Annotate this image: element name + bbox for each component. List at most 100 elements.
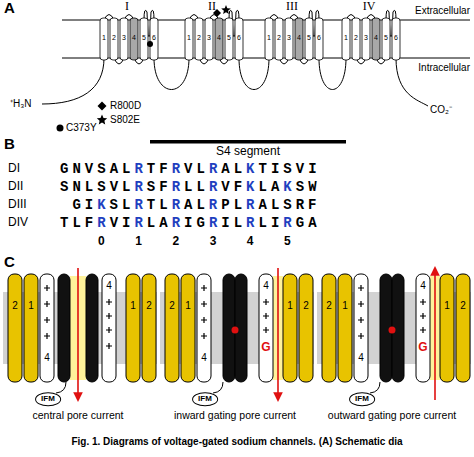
s2-helix	[456, 274, 470, 382]
segment-number: 3	[207, 34, 211, 42]
domain-name: DIV	[8, 216, 28, 229]
domain-label: I	[125, 0, 129, 13]
helix-number: 1	[130, 300, 136, 311]
terminus-label: CO₂⁻	[430, 104, 452, 115]
transmembrane-segment	[205, 18, 213, 60]
domain-name: DIII	[8, 198, 27, 211]
position-number: 0	[98, 235, 105, 248]
charge-plus	[201, 285, 207, 291]
domain-label: III	[286, 0, 298, 13]
transmembrane-segment	[342, 18, 350, 60]
transmembrane-segment	[195, 18, 203, 60]
transmembrane-segment	[110, 18, 118, 60]
helix-number: 1	[185, 300, 191, 311]
segment-number: 5	[227, 34, 231, 42]
charge-plus	[106, 327, 112, 333]
segment-number: 3	[122, 34, 126, 42]
charge-plus	[106, 299, 112, 305]
helix-number: 4	[420, 280, 426, 291]
position-number: 4	[247, 235, 254, 248]
s2-helix	[322, 274, 336, 382]
side-label: Extracellular	[415, 5, 470, 16]
s4-helix	[197, 274, 211, 382]
panel-letter: B	[4, 136, 15, 153]
position-number: 5	[284, 235, 291, 248]
charge-plus	[420, 299, 426, 305]
mutation-star	[221, 5, 231, 14]
segment-number: 1	[102, 34, 106, 42]
segment-number: 6	[152, 34, 156, 42]
chain-loop	[154, 58, 189, 90]
inactivation-tether	[56, 382, 66, 393]
segment-number: 6	[237, 34, 241, 42]
transmembrane-segment	[140, 18, 148, 60]
charge-plus	[44, 301, 50, 307]
panel-c-channels	[3, 268, 471, 400]
s4-helix	[102, 274, 116, 382]
transmembrane-segment	[185, 18, 193, 60]
s2-helix	[8, 274, 22, 382]
segment-number: 4	[217, 34, 221, 42]
helix-number: 4	[358, 352, 364, 363]
segment-number: 4	[132, 34, 136, 42]
s1-helix	[283, 274, 297, 382]
legend-text: R800D	[110, 100, 141, 111]
block-dot	[232, 327, 239, 334]
helix-number: 4	[201, 352, 207, 363]
helix-number: 2	[326, 300, 332, 311]
position-number: 1	[135, 235, 142, 248]
chain-loop	[239, 58, 269, 90]
transmembrane-segment	[265, 18, 273, 60]
helix-number: 2	[12, 300, 18, 311]
helix-number: 1	[342, 300, 348, 311]
transmembrane-segment	[315, 18, 323, 60]
domain-label: II	[208, 0, 216, 13]
particle-label: IFM	[41, 394, 55, 403]
position-number: 2	[172, 235, 179, 248]
segment-heading: S4 segment	[216, 145, 280, 158]
helix-number: 1	[28, 300, 34, 311]
current-arrow	[434, 268, 436, 400]
charge-plus	[201, 333, 207, 339]
domain-name: DII	[8, 180, 23, 193]
pore-helix	[58, 274, 70, 382]
inactivation-tether	[370, 382, 380, 393]
legend-text: S802E	[110, 114, 140, 125]
charge-plus	[201, 301, 207, 307]
transmembrane-segment	[100, 18, 108, 60]
transmembrane-segment	[295, 18, 303, 60]
charge-plus	[106, 343, 112, 349]
domain-name: DI	[8, 162, 20, 175]
transmembrane-segment	[275, 18, 283, 60]
helix-number: 4	[263, 280, 269, 291]
segment-number: 3	[364, 34, 368, 42]
s4-helix	[416, 274, 430, 382]
segment-number: 2	[112, 34, 116, 42]
s1-helix	[338, 274, 352, 382]
sequence: SNLSVLRSFRLLRVFKLAKSW	[60, 180, 321, 195]
transmembrane-segment	[130, 18, 138, 60]
current-label: inward gating pore current	[174, 410, 296, 422]
inactivation-particle: IFM	[192, 392, 218, 406]
charge-plus	[420, 313, 426, 319]
legend-text: C373Y	[66, 122, 97, 133]
sequence: TLFRVIRLARIGRILRLIRGA	[60, 216, 321, 231]
helix-number: 4	[44, 352, 50, 363]
transmembrane-segment	[382, 18, 390, 60]
terminus-label: ⁺H₃N	[10, 98, 32, 109]
transmembrane-segment	[362, 18, 370, 60]
charge-plus	[44, 317, 50, 323]
transmembrane-segment	[305, 18, 313, 60]
inactivation-particle: IFM	[349, 392, 375, 406]
sequence: GNVSALRTFRVLRALKTISVI	[60, 162, 321, 177]
segment-number: 5	[384, 34, 388, 42]
glycine-mark: G	[261, 341, 270, 354]
transmembrane-segment	[372, 18, 380, 60]
particle-label: IFM	[198, 394, 212, 403]
charge-plus	[420, 327, 426, 333]
s1-helix	[126, 274, 140, 382]
current-arrow	[77, 268, 79, 400]
legend-diamond	[98, 102, 107, 111]
s1-helix	[24, 274, 38, 382]
transmembrane-segment	[235, 18, 243, 60]
